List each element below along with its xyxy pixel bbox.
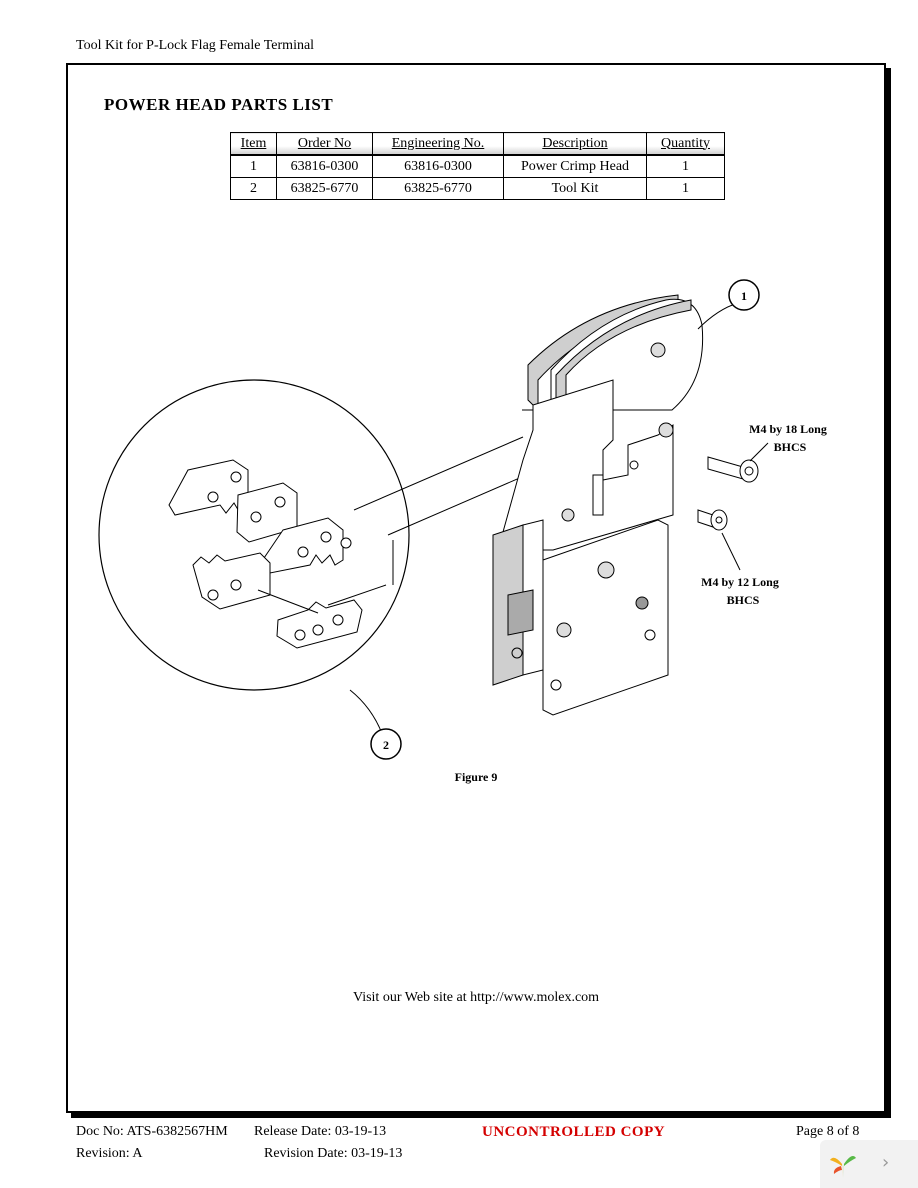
cell-description: Tool Kit: [503, 177, 647, 200]
column-header-engineering-no: Engineering No.: [372, 132, 504, 156]
column-header-quantity: Quantity: [646, 132, 725, 156]
screw-12-long: [697, 509, 728, 531]
uncontrolled-copy-stamp: UNCONTROLLED COPY: [482, 1124, 666, 1140]
viewer-nav-widget: ›: [820, 1140, 918, 1188]
screw-12-label-line1: M4 by 12 Long: [701, 575, 779, 589]
revision: Revision: A: [76, 1146, 143, 1161]
next-page-icon[interactable]: ›: [882, 1152, 890, 1173]
cell-order-no: 63816-0300: [276, 154, 373, 178]
table-row: 2 63825-6770 63825-6770 Tool Kit 1: [230, 177, 725, 200]
die-piece: [236, 482, 298, 543]
doc-number: Doc No: ATS-6382567HM: [76, 1124, 228, 1139]
cell-engineering-no: 63816-0300: [372, 154, 504, 178]
figure-caption: Figure 9: [454, 770, 498, 784]
screw-18-long: [707, 456, 759, 483]
screw-18-label-line1: M4 by 18 Long: [749, 422, 827, 436]
cell-order-no: 63825-6770: [276, 177, 373, 200]
screw-18-leader: [749, 442, 769, 462]
release-date: Release Date: 03-19-13: [254, 1124, 387, 1139]
cell-quantity: 1: [646, 177, 725, 200]
page-frame: POWER HEAD PARTS LIST Item Order No Engi…: [66, 63, 886, 1113]
crimp-head: [492, 294, 704, 716]
leader-line: [327, 584, 387, 606]
document-header: Tool Kit for P-Lock Flag Female Terminal: [76, 38, 315, 53]
document-footer: Doc No: ATS-6382567HM Release Date: 03-1…: [76, 1124, 876, 1168]
die-piece: [192, 552, 271, 610]
die-piece: [168, 459, 249, 516]
callout-1-label: 1: [741, 289, 747, 303]
column-header-item: Item: [230, 132, 277, 156]
page-number: Page 8 of 8: [796, 1124, 860, 1139]
leader-line: [353, 436, 524, 511]
figure-9-drawing: 1 2 M4 by 18 Long BHCS M4 by 12 Long BHC…: [98, 279, 827, 760]
revision-date: Revision Date: 03-19-13: [264, 1146, 403, 1161]
viewer-logo-icon: [830, 1156, 856, 1178]
leader-line: [257, 589, 319, 614]
callout-1-leader: [697, 302, 739, 330]
leader-line: [387, 469, 539, 536]
die-piece: [261, 517, 352, 574]
callout-2-label: 2: [383, 738, 389, 752]
website-note: Visit our Web site at http://www.molex.c…: [352, 990, 600, 1005]
section-title: POWER HEAD PARTS LIST: [104, 95, 334, 114]
callout-2: 2: [370, 728, 402, 760]
screw-18-label-line2: BHCS: [774, 440, 807, 454]
die-piece: [276, 599, 363, 649]
column-header-order-no: Order No: [276, 132, 373, 156]
detail-circle: [98, 379, 410, 691]
parts-table: Item Order No Engineering No. Descriptio…: [230, 132, 725, 200]
table-header-row: Item Order No Engineering No. Descriptio…: [230, 132, 725, 156]
cell-engineering-no: 63825-6770: [372, 177, 504, 200]
screw-12-leader: [721, 532, 741, 571]
callout-1: 1: [728, 279, 760, 311]
screw-12-label-line2: BHCS: [727, 593, 760, 607]
